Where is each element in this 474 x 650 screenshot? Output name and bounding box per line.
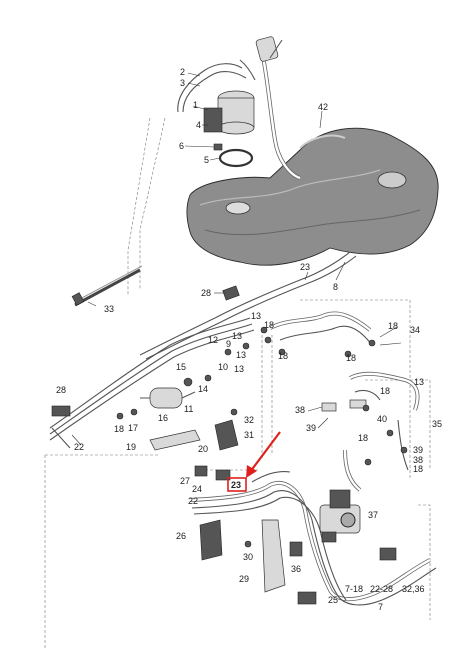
main-line-bundle (189, 471, 437, 606)
callout-40: 40 (377, 414, 387, 424)
callout-32: 32 (244, 415, 254, 425)
pump-supply-lines (177, 59, 256, 113)
callout-22-bottom: 22 (188, 496, 198, 506)
highlight-callout-23 (227, 431, 281, 492)
callout-7-18: 7-18 (345, 584, 363, 594)
callout-18-g: 18 (380, 386, 390, 396)
callout-13-d: 13 (234, 364, 244, 374)
callout-23-top: 23 (300, 262, 310, 272)
callout-24: 24 (192, 484, 202, 494)
callout-26: 26 (176, 531, 186, 541)
fuel-pump-unit (203, 90, 255, 168)
callout-38: 38 (295, 405, 305, 415)
callout-16: 16 (158, 413, 168, 423)
callout-8: 8 (333, 282, 338, 292)
right-hoses (269, 311, 420, 492)
callout-17: 17 (128, 423, 138, 433)
callout-34: 34 (410, 325, 420, 335)
callout-13-e: 13 (414, 377, 424, 387)
callout-18-c: 18 (388, 321, 398, 331)
callout-20: 20 (198, 444, 208, 454)
callout-22-28: 22-28 (370, 584, 393, 594)
filler-neck (255, 36, 301, 180)
callout-5: 5 (204, 155, 209, 165)
callout-29: 29 (239, 574, 249, 584)
callout-27: 27 (180, 476, 190, 486)
callout-11: 11 (184, 404, 193, 414)
callout-32-36: 32,36 (402, 584, 425, 594)
callout-14: 14 (198, 384, 208, 394)
high-pressure-pump (319, 489, 361, 543)
callout-10: 10 (218, 362, 228, 372)
part-33-clip-rail (71, 265, 143, 307)
callout-4: 4 (196, 120, 201, 130)
callout-38-b: 38 (413, 455, 423, 465)
callout-13-c: 13 (236, 350, 246, 360)
callout-19: 19 (126, 442, 136, 452)
callout-28-left: 28 (56, 385, 66, 395)
callout-15: 15 (176, 362, 186, 372)
callout-6: 6 (179, 141, 184, 151)
callout-36: 36 (291, 564, 301, 574)
callout-39-b: 39 (413, 445, 423, 455)
callout-18-a: 18 (264, 320, 274, 330)
callout-2: 2 (180, 67, 185, 77)
callout-37: 37 (368, 510, 378, 520)
callout-18-d: 18 (346, 353, 356, 363)
callout-9: 9 (226, 339, 231, 349)
callout-18-b: 18 (278, 351, 288, 361)
callout-1: 1 (193, 100, 198, 110)
callout-25: 25 (328, 595, 338, 605)
callout-13-b: 13 (232, 331, 242, 341)
leader-lines (71, 72, 402, 446)
callout-18-h: 18 (413, 464, 423, 474)
callout-labels: 42 1 2 3 4 5 6 8 23 28 33 13 18 12 9 13 … (56, 67, 442, 612)
upper-line-23 (139, 251, 357, 360)
fuel-tank (186, 127, 439, 266)
small-parts (51, 285, 408, 605)
callout-18-e: 18 (114, 424, 124, 434)
callout-30: 30 (243, 552, 253, 562)
callout-3: 3 (180, 78, 185, 88)
callout-13-a: 13 (251, 311, 261, 321)
callout-39-a: 39 (306, 423, 316, 433)
callout-35: 35 (432, 419, 442, 429)
callout-18-f: 18 (358, 433, 368, 443)
callout-28-top: 28 (201, 288, 211, 298)
callout-33: 33 (104, 304, 114, 314)
callout-42: 42 (318, 102, 328, 112)
line-22 (49, 317, 255, 449)
callout-23-highlighted: 23 (231, 480, 241, 490)
callout-7: 7 (378, 602, 383, 612)
callout-31: 31 (244, 430, 254, 440)
callout-22-left: 22 (74, 442, 84, 452)
callout-12: 12 (208, 335, 218, 345)
fuel-filter (140, 387, 196, 409)
